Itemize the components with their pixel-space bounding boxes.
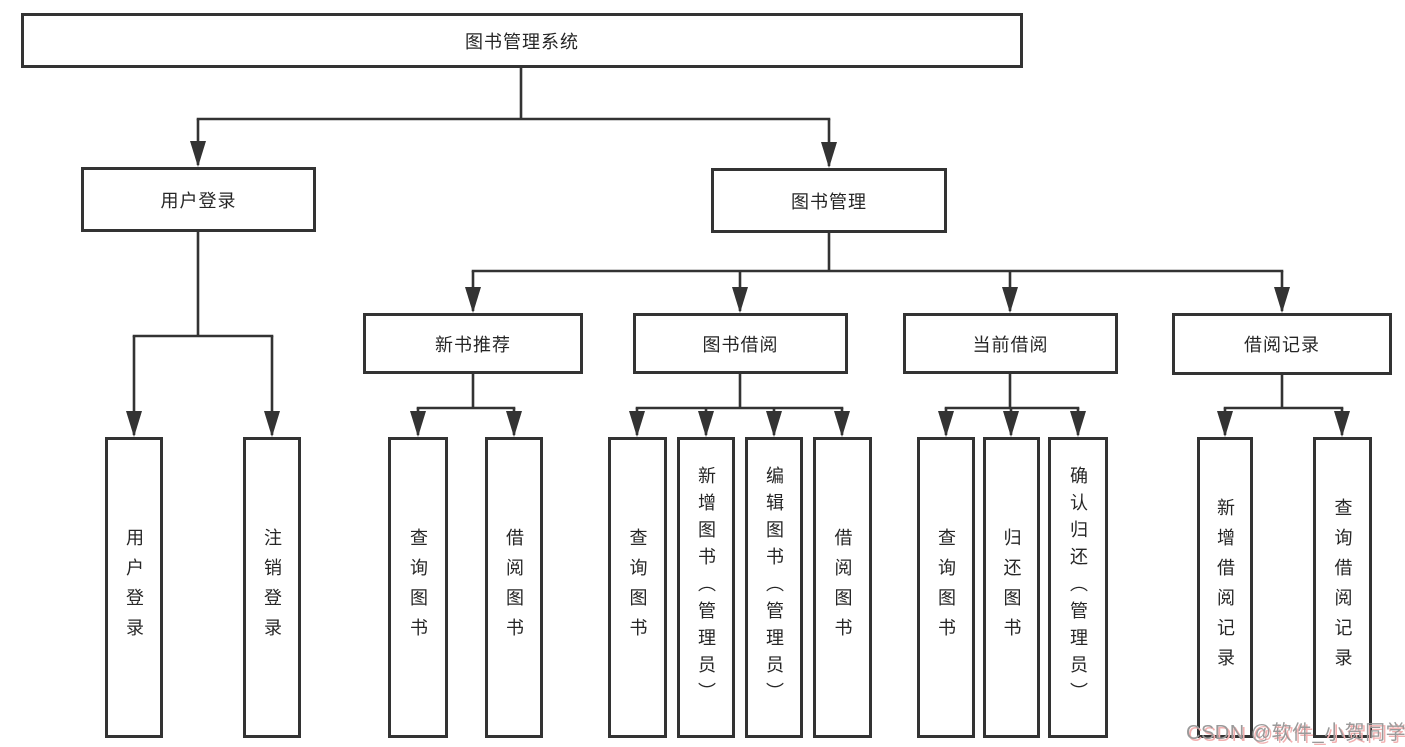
leaf-rec-add-borrow-record: 新增借阅记录 xyxy=(1197,437,1253,738)
leaf-logout-label: 注销登录 xyxy=(262,527,282,648)
leaf-cb-confirm-return-admin: 确认归还（管理员） xyxy=(1048,437,1108,738)
node-book-borrow: 图书借阅 xyxy=(633,313,848,374)
node-root-system: 图书管理系统 xyxy=(21,13,1023,68)
node-current-borrow: 当前借阅 xyxy=(903,313,1118,374)
leaf-cb-confirm-return-admin-label: 确认归还（管理员） xyxy=(1068,466,1088,709)
leaf-bb-edit-books-admin-label: 编辑图书（管理员） xyxy=(764,466,784,709)
leaf-nb-borrow-books-label: 借阅图书 xyxy=(504,527,524,648)
node-book-borrow-label: 图书借阅 xyxy=(702,334,779,355)
leaf-cb-query-books-label: 查询图书 xyxy=(936,527,956,648)
leaf-cb-query-books: 查询图书 xyxy=(917,437,975,738)
leaf-bb-add-books-admin: 新增图书（管理员） xyxy=(677,437,735,738)
leaf-nb-query-books: 查询图书 xyxy=(388,437,448,738)
leaf-bb-borrow-books-label: 借阅图书 xyxy=(832,527,853,648)
leaf-rec-query-borrow-record: 查询借阅记录 xyxy=(1313,437,1372,738)
leaf-bb-borrow-books: 借阅图书 xyxy=(813,437,872,738)
node-user-login-label: 用户登录 xyxy=(160,190,237,211)
node-borrow-record: 借阅记录 xyxy=(1172,313,1392,375)
leaf-logout: 注销登录 xyxy=(243,437,301,738)
node-root-label: 图书管理系统 xyxy=(465,31,579,52)
leaf-bb-query-books: 查询图书 xyxy=(608,437,667,738)
leaf-user-login: 用户登录 xyxy=(105,437,163,738)
csdn-watermark: CSDN @软件_小贺同学 xyxy=(1186,722,1405,744)
leaf-user-login-label: 用户登录 xyxy=(124,527,144,648)
leaf-bb-add-books-admin-label: 新增图书（管理员） xyxy=(696,466,716,709)
node-new-book-recommend: 新书推荐 xyxy=(363,313,583,374)
leaf-bb-query-books-label: 查询图书 xyxy=(627,527,648,648)
leaf-rec-add-borrow-record-label: 新增借阅记录 xyxy=(1215,497,1235,678)
node-book-management: 图书管理 xyxy=(711,168,947,233)
node-book-management-label: 图书管理 xyxy=(791,191,867,212)
node-current-borrow-label: 当前借阅 xyxy=(972,334,1049,355)
leaf-cb-return-books: 归还图书 xyxy=(983,437,1040,738)
node-new-book-recommend-label: 新书推荐 xyxy=(435,334,511,355)
leaf-bb-edit-books-admin: 编辑图书（管理员） xyxy=(745,437,803,738)
leaf-rec-query-borrow-record-label: 查询借阅记录 xyxy=(1332,497,1353,678)
node-borrow-record-label: 借阅记录 xyxy=(1244,335,1320,355)
node-user-login: 用户登录 xyxy=(81,167,316,232)
leaf-nb-query-books-label: 查询图书 xyxy=(408,527,428,648)
leaf-nb-borrow-books: 借阅图书 xyxy=(485,437,543,738)
leaf-cb-return-books-label: 归还图书 xyxy=(1001,527,1022,648)
